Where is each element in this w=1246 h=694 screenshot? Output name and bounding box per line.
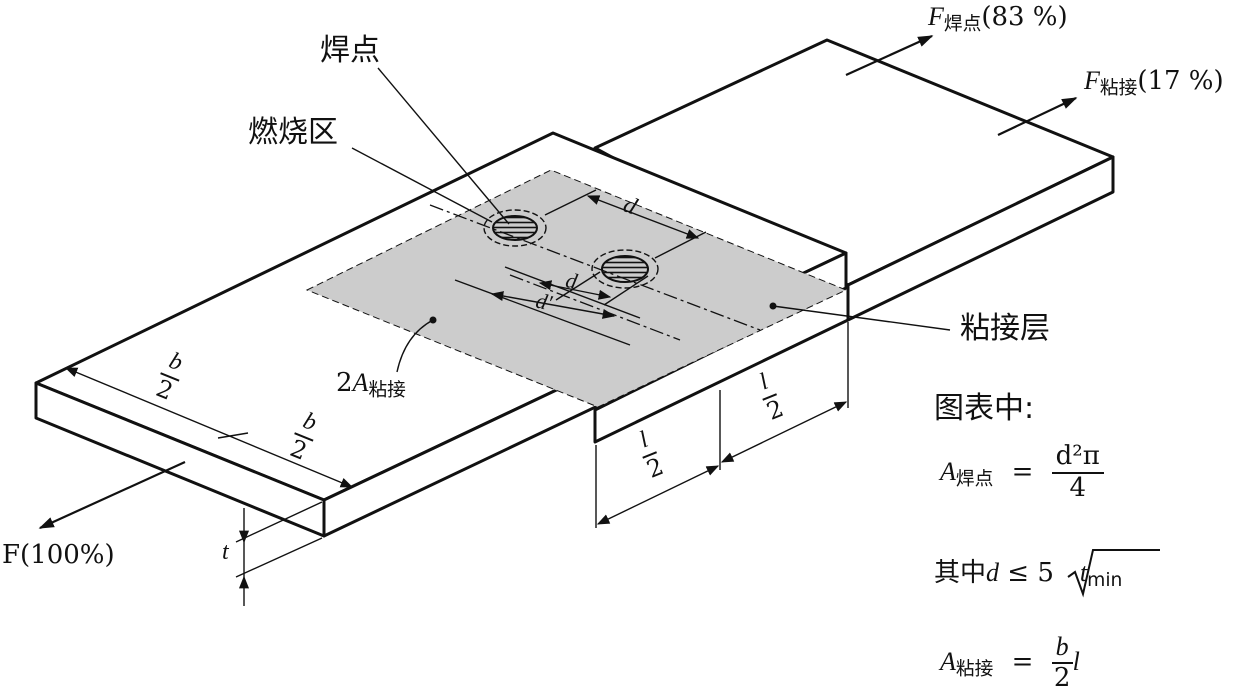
force-arrow-main (38, 460, 186, 530)
area-2a-prefix: 2 (336, 368, 353, 398)
formula-a-adh-var: A (940, 646, 956, 676)
area-2a-sub: 粘接 (368, 379, 406, 401)
leader-dot-area (429, 316, 437, 324)
area-2a-var: A (352, 368, 369, 397)
weld-spot-1 (483, 209, 547, 247)
formula-a-weld-sub: 焊点 (955, 468, 994, 490)
label-force-weld: F焊点(83 %) (928, 2, 1068, 34)
formula-a-adh-den: 2 (1053, 662, 1071, 693)
formula-eq1: = (1011, 456, 1034, 487)
centerlines (429, 204, 761, 341)
label-burn-zone: 燃烧区 (248, 115, 338, 150)
leader-dot-adhesive (769, 302, 777, 310)
weld-spot-2 (591, 249, 659, 289)
leaders (351, 67, 951, 373)
weld-nugget-2 (601, 255, 649, 283)
force-arrow-weld (845, 34, 934, 77)
formula-a-adh-sub: 粘接 (955, 658, 994, 680)
leader-burn-zone (351, 147, 493, 223)
formula-eq2: = (1011, 646, 1034, 677)
label-weld-point: 焊点 (320, 33, 380, 68)
force-arrows (38, 34, 1078, 530)
formula-cond-rel: ≤ 5 (1007, 558, 1054, 588)
centerline-lower (509, 274, 681, 341)
label-force-main: F(100%) (2, 540, 115, 570)
weld-nugget-1 (492, 215, 538, 241)
centerline-upper (429, 204, 761, 331)
burn-zone-ring-1 (483, 209, 547, 247)
leader-weld-point (377, 67, 510, 225)
formula-a-adh-tail: l (1072, 646, 1080, 676)
upper-plate (593, 38, 1115, 444)
label-area-2a: 2A粘接 (336, 368, 406, 400)
dim-thickness-t (235, 501, 323, 606)
formula-cond-var: d (986, 558, 1000, 587)
formula-a-weld-num: d²π (1051, 441, 1104, 474)
label-force-adhesive: F粘接(17 %) (1084, 66, 1224, 98)
dim-spacing-d (544, 189, 707, 259)
force-weld-var: F (928, 2, 944, 31)
formula-cond-root-sub: min (1087, 569, 1123, 591)
formula-heading: 图表中: (934, 391, 1035, 426)
formula-a-weld-var: A (940, 456, 956, 486)
formula-cond-prefix: 其中 (934, 558, 987, 588)
force-weld-pct: (83 %) (981, 2, 1068, 32)
label-dim-t: t (222, 539, 229, 565)
upper-plate-side (846, 155, 1115, 322)
force-adh-sub: 粘接 (1099, 77, 1138, 99)
force-adh-var: F (1084, 66, 1100, 95)
dim-width-b (64, 367, 354, 488)
burn-zone-ring-2 (591, 249, 659, 289)
dim-overlap-l (595, 322, 849, 528)
sqrt-radical (1067, 549, 1160, 598)
force-arrow-adhesive (997, 97, 1078, 136)
leader-area (396, 319, 434, 373)
force-weld-sub: 焊点 (943, 13, 982, 35)
formula-condition: 其中d ≤ 5 tmin (934, 558, 1122, 590)
formula-cond-root: t (1079, 558, 1088, 587)
label-adhesive-layer: 粘接层 (960, 311, 1050, 346)
leader-adhesive (772, 305, 951, 331)
dim-weld-diameters (454, 266, 649, 346)
force-adh-pct: (17 %) (1137, 66, 1224, 96)
formula-a-adh-num: b (1051, 632, 1073, 664)
formula-a-weld-den: 4 (1069, 472, 1086, 503)
